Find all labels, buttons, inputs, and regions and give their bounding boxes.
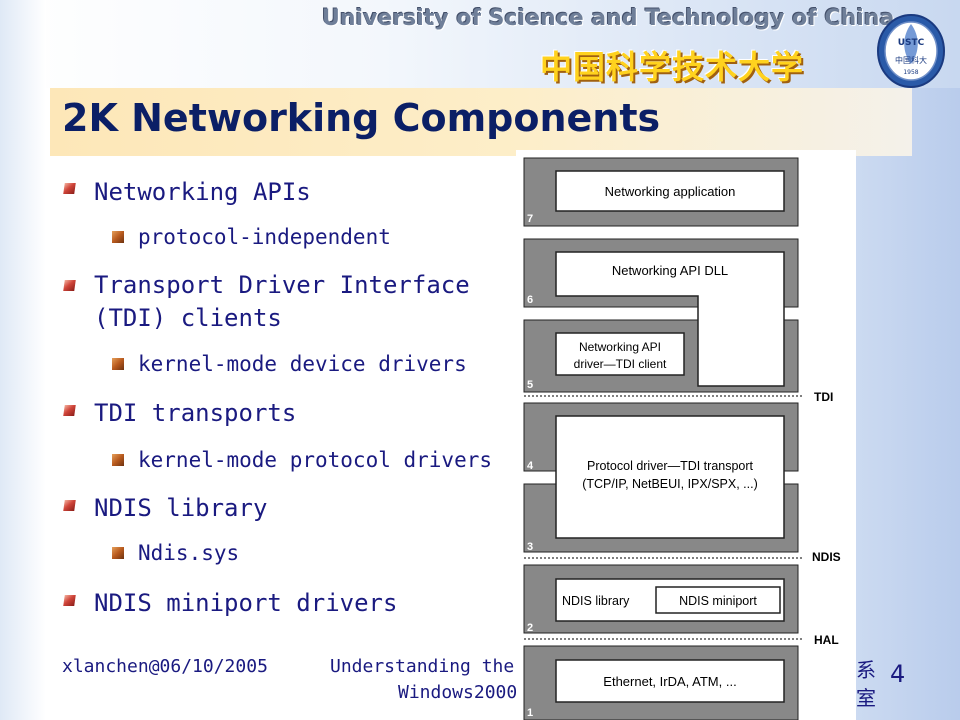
footer-cn-line2: 室 — [856, 686, 876, 710]
slide-title: 2K Networking Components — [62, 96, 661, 140]
title-band — [50, 88, 912, 156]
bullet-tdi-transports: TDI transports — [94, 399, 297, 427]
tdi-interface-label: TDI — [814, 390, 833, 404]
footer-title-line2: Windows2000 — [398, 682, 518, 703]
university-name-english: University of Science and Technology of … — [322, 6, 895, 31]
hal-interface-label: HAL — [814, 633, 839, 647]
footer-cn-line1: 系 — [856, 658, 876, 682]
physical-network-box — [555, 659, 785, 703]
footer-author-date: xlanchen@06/10/2005 — [62, 656, 268, 677]
bullet-tdi-clients-line2: (TDI) clients — [94, 304, 282, 332]
bullet-ndis-library: NDIS library — [94, 494, 268, 522]
footer-title-line1: Understanding the In — [330, 656, 547, 677]
layer-7-label: 7 — [527, 213, 533, 225]
networking-api-dll-text: Networking API DLL — [612, 263, 728, 278]
networking-api-driver-line1: Networking API — [579, 340, 661, 354]
networking-application-box — [555, 170, 785, 212]
logo-text: USTC — [898, 38, 925, 48]
networking-api-dll-box — [555, 251, 785, 387]
sub-bullet-icon — [112, 231, 124, 243]
layer-6-label: 6 — [527, 294, 533, 306]
network-architecture-diagram: 7 Networking application 6 5 Networking … — [516, 150, 856, 720]
bullet-icon — [63, 280, 76, 291]
protocol-driver-box — [555, 415, 785, 539]
sub-bullet-icon — [112, 547, 124, 559]
networking-application-text: Networking application — [605, 184, 736, 199]
networking-api-driver-line2: driver—TDI client — [574, 357, 667, 371]
protocol-driver-line2: (TCP/IP, NetBEUI, IPX/SPX, ...) — [582, 477, 758, 491]
bullet-icon — [63, 595, 76, 606]
sub-bullet-icon — [112, 454, 124, 466]
header-band — [0, 0, 960, 88]
ndis-interface-label: NDIS — [812, 550, 841, 564]
sub-bullet-ndis-sys: Ndis.sys — [138, 541, 240, 565]
physical-network-text: Ethernet, IrDA, ATM, ... — [603, 674, 736, 689]
ndis-miniport-box — [655, 586, 781, 614]
bullet-icon — [63, 500, 76, 511]
bullet-networking-apis: Networking APIs — [94, 178, 311, 206]
ndis-library-text: NDIS library — [562, 594, 630, 608]
protocol-driver-line1: Protocol driver—TDI transport — [587, 459, 754, 473]
layer-4-label: 4 — [527, 460, 534, 472]
ustc-logo: USTC 中国科大 1958 — [877, 14, 945, 88]
layer-5-label: 5 — [527, 379, 533, 391]
sub-bullet-kernel-mode-device-drivers: kernel-mode device drivers — [138, 352, 467, 376]
left-gradient-strip — [0, 0, 46, 720]
sub-bullet-protocol-independent: protocol-independent — [138, 225, 391, 249]
page-number: 4 — [890, 660, 906, 688]
bullet-tdi-clients: Transport Driver Interface — [94, 271, 470, 299]
layer-1-label: 1 — [527, 707, 533, 719]
bullet-icon — [63, 405, 76, 416]
logo-year: 1958 — [903, 69, 918, 76]
bullet-icon — [63, 183, 76, 194]
layer-3-label: 3 — [527, 541, 533, 553]
networking-api-driver-box — [555, 332, 685, 376]
bullet-ndis-miniport-drivers: NDIS miniport drivers — [94, 589, 398, 617]
sub-bullet-icon — [112, 358, 124, 370]
sub-bullet-kernel-mode-protocol-drivers: kernel-mode protocol drivers — [138, 448, 493, 472]
ndis-miniport-text: NDIS miniport — [679, 594, 757, 608]
logo-text-cn: 中国科大 — [895, 55, 927, 65]
university-name-chinese: 中国科学技术大学 — [540, 48, 805, 86]
layer-2-label: 2 — [527, 622, 533, 634]
